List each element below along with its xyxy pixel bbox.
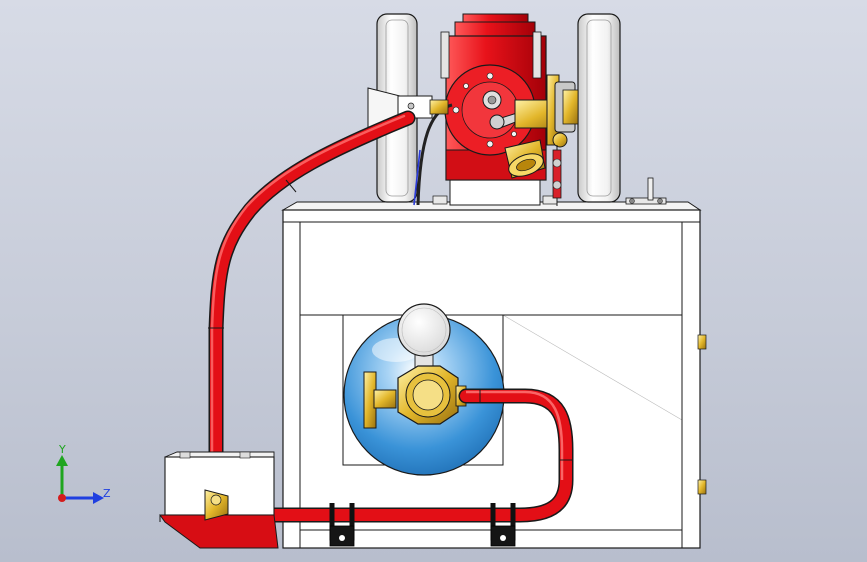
side-screw-upper [697, 334, 707, 350]
right-flywheel[interactable] [577, 13, 621, 203]
x-axis-point [58, 494, 66, 502]
carburetor[interactable] [504, 139, 546, 181]
vent-stem [647, 177, 654, 201]
engine-pedestal [432, 177, 558, 206]
fuel-line[interactable] [222, 388, 574, 523]
valve-gear[interactable] [514, 74, 579, 206]
pipe-clamp-right [490, 503, 516, 547]
exhaust-hose[interactable] [208, 110, 416, 468]
muffler-box[interactable] [159, 451, 279, 549]
z-axis-label: Z [103, 487, 111, 500]
pressure-gauge[interactable] [397, 303, 451, 369]
pipe-clamp-left [329, 503, 355, 547]
y-axis-arrowhead [56, 455, 68, 466]
coordinate-triad[interactable]: Y Z [56, 443, 111, 504]
y-axis-label: Y [58, 443, 66, 456]
z-axis-arrowhead [93, 492, 104, 504]
side-screw-lower [697, 479, 707, 495]
